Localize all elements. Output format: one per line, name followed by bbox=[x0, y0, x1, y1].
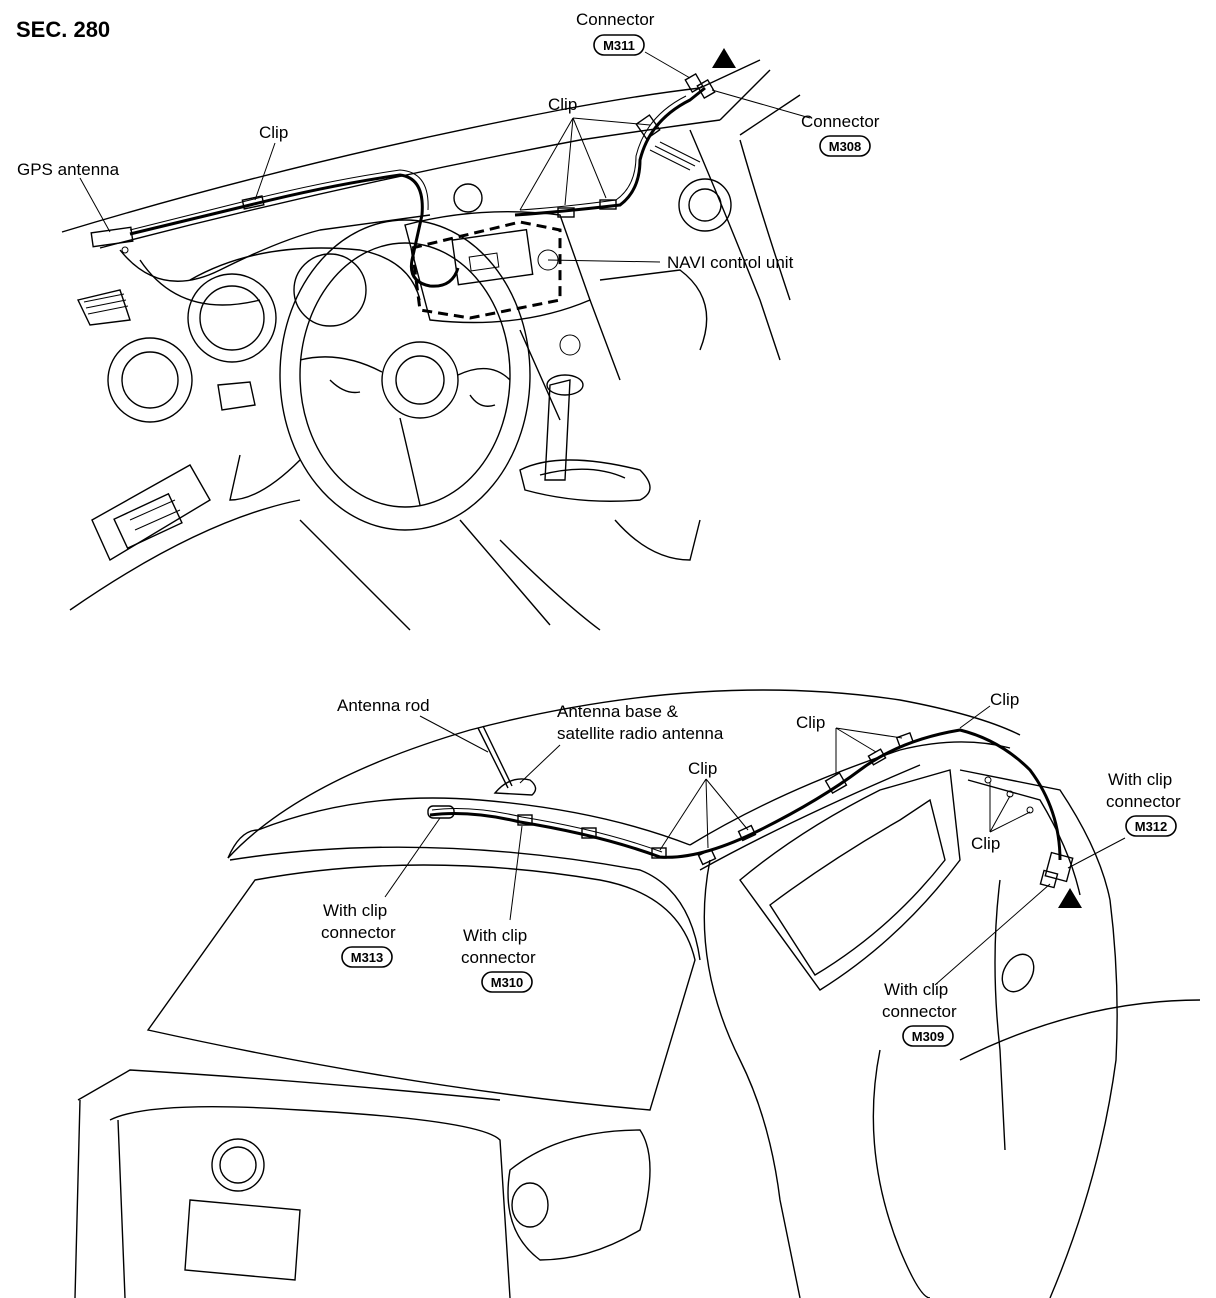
label-m313-line2: connector bbox=[321, 923, 396, 942]
label-antenna-base-line1: Antenna base & bbox=[557, 702, 679, 721]
vehicle-drawing bbox=[74, 689, 1201, 1298]
badge-m309: M309 bbox=[902, 1025, 954, 1047]
badge-m313-text: M313 bbox=[351, 950, 384, 965]
section-title: SEC. 280 bbox=[16, 17, 110, 42]
dashboard-drawing bbox=[61, 48, 801, 631]
label-m310-line1: With clip bbox=[463, 926, 527, 945]
bottom-leader-lines bbox=[384, 705, 1126, 986]
badge-m310-text: M310 bbox=[491, 975, 524, 990]
label-antenna-base-line2: satellite radio antenna bbox=[557, 724, 724, 743]
label-m312-line2: connector bbox=[1106, 792, 1181, 811]
label-clip-roof-mid: Clip bbox=[688, 759, 717, 778]
label-m309-line1: With clip bbox=[884, 980, 948, 999]
label-m309-line2: connector bbox=[882, 1002, 957, 1021]
label-connector-m308: Connector bbox=[801, 112, 880, 131]
label-clip-pillar: Clip bbox=[971, 834, 1000, 853]
warning-triangle-icon bbox=[712, 48, 736, 68]
label-connector-m311: Connector bbox=[576, 10, 655, 29]
label-clip-top-center: Clip bbox=[548, 95, 577, 114]
warning-triangle-bottom-icon bbox=[1058, 888, 1082, 908]
badge-m312: M312 bbox=[1125, 815, 1177, 837]
badge-m308-text: M308 bbox=[829, 139, 862, 154]
badge-m309-text: M309 bbox=[912, 1029, 945, 1044]
badge-m308: M308 bbox=[819, 135, 871, 157]
badge-m311: M311 bbox=[593, 34, 645, 56]
label-navi-control-unit: NAVI control unit bbox=[667, 253, 794, 272]
badge-m311-text: M311 bbox=[603, 38, 635, 53]
label-clip-roof-far: Clip bbox=[990, 690, 1019, 709]
label-gps-antenna: GPS antenna bbox=[17, 160, 120, 179]
label-m310-line2: connector bbox=[461, 948, 536, 967]
label-clip-roof-right: Clip bbox=[796, 713, 825, 732]
label-m312-line1: With clip bbox=[1108, 770, 1172, 789]
badge-m312-text: M312 bbox=[1135, 819, 1168, 834]
label-antenna-rod: Antenna rod bbox=[337, 696, 430, 715]
badge-m310: M310 bbox=[481, 971, 533, 993]
label-clip-top-left: Clip bbox=[259, 123, 288, 142]
badge-m313: M313 bbox=[341, 946, 393, 968]
label-m313-line1: With clip bbox=[323, 901, 387, 920]
top-leader-lines bbox=[79, 51, 811, 263]
